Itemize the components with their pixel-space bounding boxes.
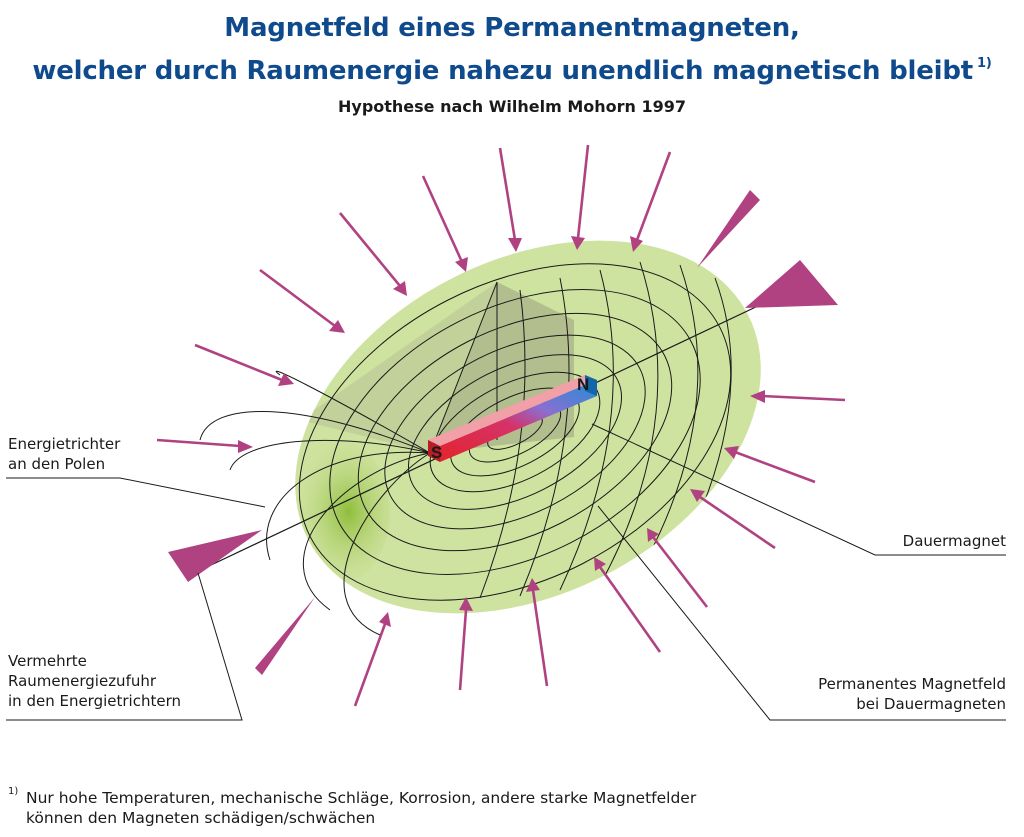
diagram-subtitle: Hypothese nach Wilhelm Mohorn 1997 xyxy=(338,97,686,116)
diagram-title: Magnetfeld eines Permanentmagneten, welc… xyxy=(0,10,1024,89)
big-arrow-south xyxy=(168,530,262,582)
footnote-line-1: Nur hohe Temperaturen, mechanische Schlä… xyxy=(26,789,697,807)
big-arrow-lower-left xyxy=(255,597,315,675)
footnote-marker: 1) xyxy=(8,786,19,797)
bar-magnet xyxy=(428,375,597,462)
leader-energy-funnel xyxy=(6,477,266,508)
footnote: 1) Nur hohe Temperaturen, mechanische Sc… xyxy=(8,786,697,828)
label-permanent-field: Permanentes Magnetfeld bei Dauermagneten xyxy=(818,675,1006,713)
label-energy-funnel: Energietrichter an den Polen xyxy=(8,435,121,473)
label-increased-supply: Vermehrte Raumenergiezufuhr in den Energ… xyxy=(8,652,181,710)
leader-permanent-field xyxy=(597,505,1006,721)
south-pole-label: S xyxy=(431,443,442,462)
energy-arrows xyxy=(156,144,846,707)
north-pole-label: N xyxy=(577,375,589,394)
outer-field-lines xyxy=(199,370,431,636)
title-footnote-marker: 1) xyxy=(977,56,992,71)
field-lines xyxy=(298,261,732,601)
title-line-1: Magnetfeld eines Permanentmagneten, xyxy=(224,13,800,43)
leader-permanent-magnet xyxy=(591,423,1006,556)
leader-lines xyxy=(6,423,1006,721)
title-line-2: welcher durch Raumenergie nahezu unendli… xyxy=(32,56,992,86)
big-arrow-upper-right xyxy=(697,190,760,268)
leader-increased-supply xyxy=(6,572,243,721)
label-permanent-magnet: Dauermagnet xyxy=(902,532,1006,550)
big-arrow-north xyxy=(745,260,838,308)
footnote-line-2: können den Magneten schädigen/schwächen xyxy=(26,809,376,827)
